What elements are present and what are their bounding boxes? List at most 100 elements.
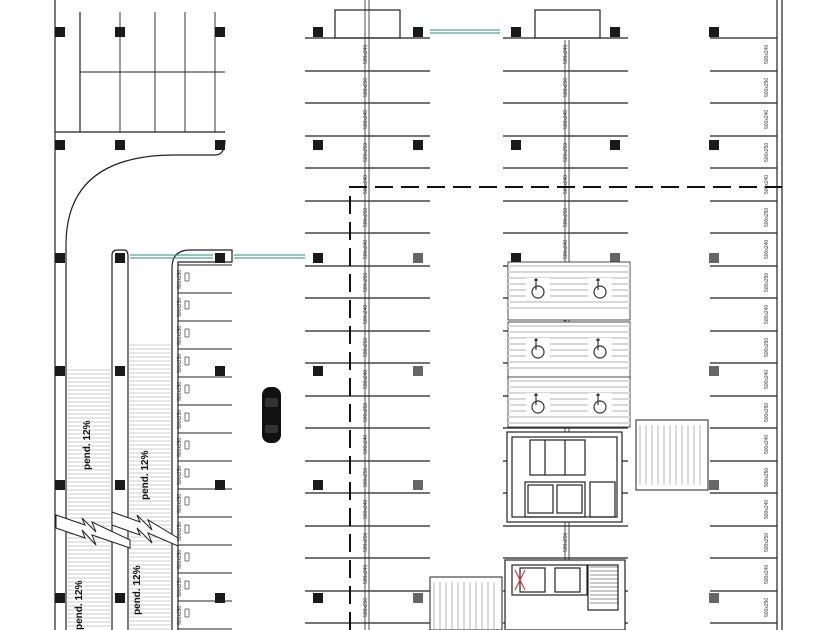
stall-dimension-label: 500x240 (563, 240, 569, 259)
column (313, 253, 323, 263)
stall-dimension-label: 500x240 (363, 45, 369, 64)
column (215, 593, 225, 603)
car-icon (262, 387, 281, 443)
column (709, 140, 719, 150)
column (413, 253, 423, 263)
stall-dimension-label: 500x250 (764, 143, 770, 162)
stall-dimension-label: 500x250 (363, 273, 369, 292)
ramp-pad-lower (429, 576, 503, 630)
wheelchair-icon (526, 393, 550, 415)
icon-bg (588, 338, 612, 360)
wheel-stop (184, 496, 190, 506)
dashed-boundary (349, 186, 782, 630)
stall-dimension-label: 500x240 (363, 500, 369, 519)
wheel-stop (184, 552, 190, 562)
wheel-stop (184, 300, 190, 310)
wheel-stop (184, 272, 190, 282)
stall-dimension-label: 500x250 (177, 550, 183, 569)
icon-bg (526, 278, 550, 300)
break-lines (55, 511, 179, 549)
wheel (531, 400, 545, 414)
stall-dimension-label: 500x240 (363, 370, 369, 389)
stair-treads (590, 566, 618, 604)
wheel-stop (184, 468, 190, 478)
stall-dimension-label: 500x250 (363, 78, 369, 97)
stall-dimension-label: 500x250 (177, 270, 183, 289)
column (413, 140, 423, 150)
icon-bg (588, 393, 612, 415)
column (709, 366, 719, 376)
stall-dimension-label: 500x250 (764, 338, 770, 357)
wheel-stop (184, 608, 190, 618)
wheel (531, 345, 545, 359)
accessible-stalls (507, 261, 631, 428)
stall-dimension-label: 500x250 (764, 208, 770, 227)
wheel-stop (184, 524, 190, 534)
wheelchair-icon (588, 338, 612, 360)
column (413, 366, 423, 376)
column (215, 27, 225, 37)
upper-left-stalls (80, 12, 225, 132)
column (313, 480, 323, 490)
stall-dimension-label: 500x250 (363, 208, 369, 227)
stall-dimension-label: 500x250 (177, 326, 183, 345)
ramp-corridor (55, 12, 233, 630)
wheel (531, 285, 545, 299)
stall-dimension-label: 500x250 (177, 354, 183, 373)
stall-dimension-label: 500x250 (563, 143, 569, 162)
stall-dimension-label: 500x240 (764, 565, 770, 584)
stall-dimension-label: 500x240 (563, 110, 569, 129)
column (709, 480, 719, 490)
stall-dimension-label: 500x250 (177, 466, 183, 485)
stall-dimension-label: 500x240 (363, 240, 369, 259)
column (313, 27, 323, 37)
column (115, 140, 125, 150)
column (115, 366, 125, 376)
stall-dimension-label: 500x240 (764, 305, 770, 324)
column (115, 253, 125, 263)
head (534, 393, 538, 397)
ramp-labels: pend. 12% pend. 12% pend. 12% pend. 12% (74, 420, 151, 630)
stall-dimension-label: 500x250 (363, 403, 369, 422)
ramp-label-4: pend. 12% (132, 565, 143, 615)
head (596, 338, 600, 342)
stall-dimension-label: 500x250 (764, 533, 770, 552)
column (55, 27, 65, 37)
stall-dimension-label: 500x250 (177, 606, 183, 625)
stall-dimension-label: 500x250 (177, 382, 183, 401)
column (115, 593, 125, 603)
wheel-stop (184, 356, 190, 366)
stall-dimension-label: 500x250 (363, 598, 369, 617)
column (709, 593, 719, 603)
head (596, 278, 600, 282)
stall-dimension-label: 500x250 (563, 533, 569, 552)
wheelchair-icon (588, 278, 612, 300)
ramp-label-2: pend. 12% (140, 450, 151, 500)
column (610, 27, 620, 37)
wheel (593, 400, 607, 414)
slab-edges (54, 0, 783, 630)
column (215, 140, 225, 150)
ramp-label-3: pend. 12% (74, 580, 85, 630)
wheel-stop (184, 412, 190, 422)
icon-bg (526, 393, 550, 415)
column (55, 593, 65, 603)
wheel-stop (184, 384, 190, 394)
stall-dimension-label: 500x250 (177, 298, 183, 317)
stall-dimension-label: 500x240 (563, 175, 569, 194)
stall-dimension-label: 500x250 (764, 468, 770, 487)
column (215, 480, 225, 490)
column (413, 480, 423, 490)
stall-dimension-label: 500x240 (363, 435, 369, 454)
column (115, 480, 125, 490)
stall-dimension-label: 500x240 (363, 175, 369, 194)
stall-dimension-label: 500x240 (563, 45, 569, 64)
column (413, 593, 423, 603)
stall-dimension-label: 500x240 (363, 565, 369, 584)
stall-dimension-label: 500x240 (764, 500, 770, 519)
top-boxes (334, 9, 601, 39)
column (215, 253, 225, 263)
stall-dimension-label: 500x240 (363, 110, 369, 129)
stall-dimension-label: 500x240 (363, 305, 369, 324)
stall-dimension-label: 500x250 (563, 208, 569, 227)
